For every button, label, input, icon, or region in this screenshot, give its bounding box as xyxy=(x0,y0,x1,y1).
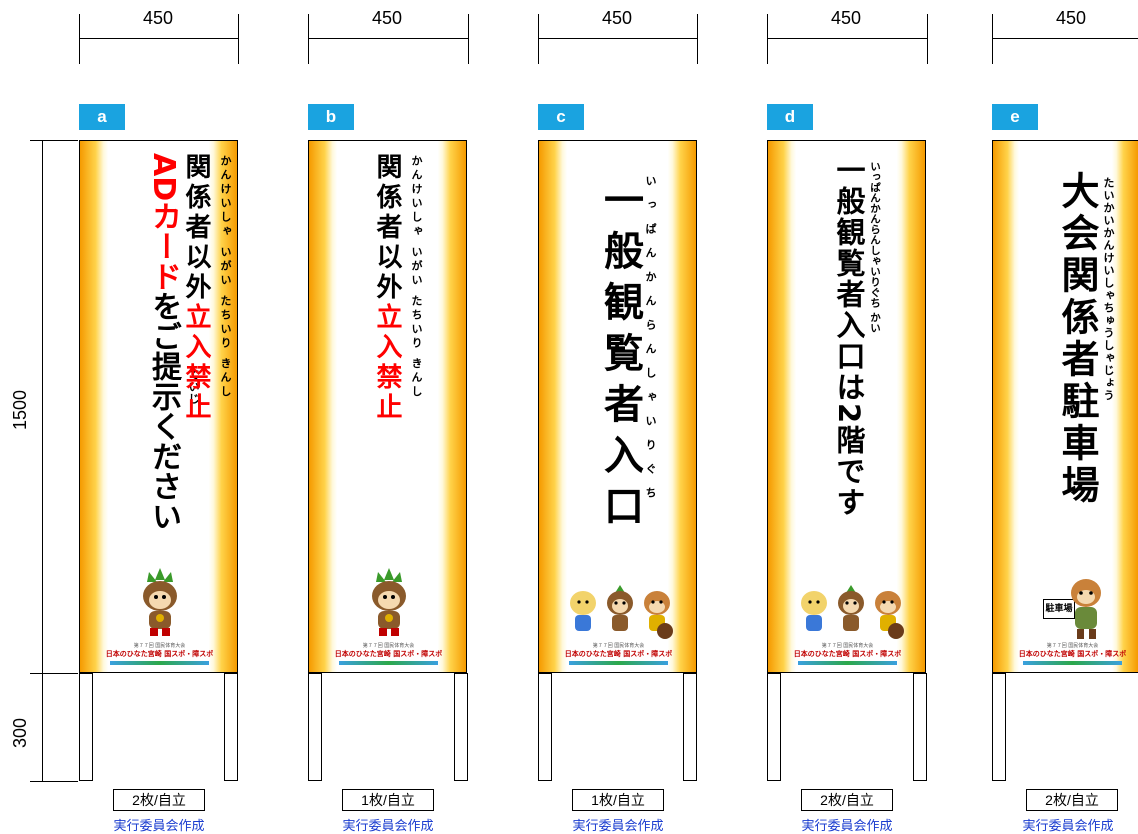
post xyxy=(992,673,1006,781)
post xyxy=(224,673,238,781)
width-label: 450 xyxy=(831,8,862,28)
sign-d: 一般観覧者入口は2階です いっぱんかんらんしゃいりぐち かい 第７７回 国民体育… xyxy=(767,140,926,673)
sign-a: ADカードをご提示ください ていじ 関係者以外立入禁止 かんけいしゃ いがい た… xyxy=(79,140,238,673)
post xyxy=(79,673,93,781)
sign-c: 一般観覧者入口 いっぱんかんらんしゃいりぐち 第７７回 国民体育大会 日本のひな… xyxy=(538,140,697,673)
event-footer: 第７７回 国民体育大会 日本のひなた宮崎 国スポ・障スポ xyxy=(1013,642,1132,668)
sign-e: 大会関係者駐車場 たいかいかんけいしゃちゅうしゃじょう 駐車場 第７７回 国民体… xyxy=(992,140,1138,673)
width-label: 450 xyxy=(602,8,633,28)
post xyxy=(913,673,927,781)
sign-c-ruby: いっぱんかんらんしゃいりぐち xyxy=(644,175,657,511)
event-footer: 第７７回 国民体育大会 日本のひなた宮崎 国スポ・障スポ xyxy=(559,642,678,668)
post xyxy=(767,673,781,781)
event-footer: 第７７回 国民体育大会 日本のひなた宮崎 国スポ・障スポ xyxy=(788,642,907,668)
width-label: 450 xyxy=(143,8,174,28)
maker-note-d: 実行委員会作成 xyxy=(801,819,893,834)
sign-e-ruby: たいかいかんけいしゃちゅうしゃじょう xyxy=(1102,177,1115,402)
parking-placard: 駐車場 xyxy=(1043,599,1075,619)
quantity-box-d: 2枚/自立 xyxy=(801,789,893,811)
mascot-group-icon xyxy=(801,585,904,639)
maker-note-c: 実行委員会作成 xyxy=(572,819,664,834)
height-label-post: 300 xyxy=(10,717,30,748)
sign-a-column-2: 関係者以外立入禁止 xyxy=(181,153,211,423)
sign-a-ruby-2: かんけいしゃ いがい たちいり きんし xyxy=(219,155,232,400)
event-footer: 第７７回 国民体育大会 日本のひなた宮崎 国スポ・障スポ xyxy=(100,642,219,668)
sign-b-column: 関係者以外立入禁止 xyxy=(372,153,402,423)
quantity-box-a: 2枚/自立 xyxy=(113,789,205,811)
sign-b: 関係者以外立入禁止 かんけいしゃ いがい たちいり きんし 第７７回 国民体育大… xyxy=(308,140,467,673)
sign-label-a: a xyxy=(79,104,125,130)
mascot-icon xyxy=(143,568,177,636)
post xyxy=(538,673,552,781)
maker-note-b: 実行委員会作成 xyxy=(342,819,434,834)
maker-note-e: 実行委員会作成 xyxy=(1022,819,1114,834)
post xyxy=(308,673,322,781)
event-footer: 第７７回 国民体育大会 日本のひなた宮崎 国スポ・障スポ xyxy=(329,642,448,668)
mascot-group-icon xyxy=(570,585,673,639)
quantity-box-b: 1枚/自立 xyxy=(342,789,434,811)
sign-b-ruby: かんけいしゃ いがい たちいり きんし xyxy=(410,155,423,400)
mascot-icon xyxy=(372,568,406,636)
mascot-icon xyxy=(1071,579,1101,639)
post xyxy=(454,673,468,781)
maker-note-a: 実行委員会作成 xyxy=(113,819,205,834)
width-label: 450 xyxy=(1056,8,1087,28)
sign-label-b: b xyxy=(308,104,354,130)
sign-label-c: c xyxy=(538,104,584,130)
quantity-box-c: 1枚/自立 xyxy=(572,789,664,811)
sign-label-d: d xyxy=(767,104,813,130)
sign-a-ruby-1: ていじ xyxy=(187,369,200,405)
quantity-box-e: 2枚/自立 xyxy=(1026,789,1118,811)
width-label: 450 xyxy=(372,8,403,28)
sign-a-column-1: ADカードをご提示ください xyxy=(146,153,181,532)
height-label-sign: 1500 xyxy=(10,389,30,430)
sign-d-ruby: いっぱんかんらんしゃいりぐち かい xyxy=(869,161,881,333)
sign-label-e: e xyxy=(992,104,1038,130)
sign-d-column: 一般観覧者入口は2階です xyxy=(832,155,866,519)
sign-e-column: 大会関係者駐車場 xyxy=(1055,171,1099,507)
sign-c-column: 一般観覧者入口 xyxy=(597,179,643,536)
post xyxy=(683,673,697,781)
